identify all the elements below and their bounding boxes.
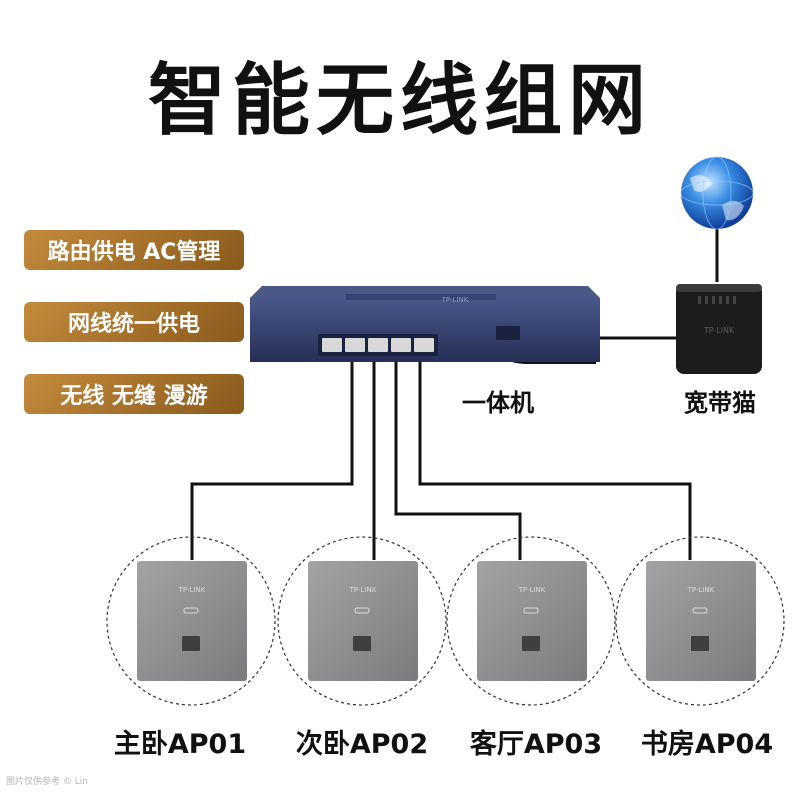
ethernet-port-icon <box>322 338 434 352</box>
svg-text:TP-LINK: TP-LINK <box>178 586 206 594</box>
ap-circle-04 <box>615 536 785 706</box>
feature-badge-poe: 网线统一供电 <box>24 302 244 342</box>
watermark: 图片仅供参考 © Lin <box>6 777 88 787</box>
ap-label-02: 次卧AP02 <box>295 729 429 760</box>
ap-label-03: 客厅AP03 <box>469 729 603 760</box>
ap-panel-01: TP-LINK <box>137 561 247 681</box>
router-label: 一体机 <box>462 389 534 417</box>
ap-panel-02: TP-LINK <box>308 561 418 681</box>
router-device: TP-LINK <box>250 286 600 362</box>
svg-text:TP-LINK: TP-LINK <box>349 586 377 594</box>
modem-brand: TP-LINK <box>703 326 735 335</box>
router-brand: TP-LINK <box>441 296 469 304</box>
ap-circle-03 <box>446 536 616 706</box>
ap-label-01: 主卧AP01 <box>113 729 247 760</box>
modem-device: TP-LINK <box>676 284 762 374</box>
feature-badge-roaming: 无线 无缝 漫游 <box>24 374 244 414</box>
ap-circle-02 <box>277 536 447 706</box>
ap-label-04: 书房AP04 <box>640 729 774 760</box>
feature-badge-ac: 路由供电 AC管理 <box>24 230 244 270</box>
page-title: 智能无线组网 <box>147 56 652 146</box>
svg-text:TP-LINK: TP-LINK <box>687 586 715 594</box>
cable-lines <box>190 220 719 560</box>
ap-circle-01 <box>106 536 276 706</box>
ap-panel-04: TP-LINK <box>646 561 756 681</box>
cable-router-ap04 <box>418 362 692 560</box>
ap-circles <box>106 536 785 706</box>
globe-icon <box>680 156 754 230</box>
ap-panel-03: TP-LINK <box>477 561 587 681</box>
modem-label: 宽带猫 <box>684 389 756 417</box>
cable-router-ap01 <box>190 362 354 560</box>
cable-router-ap03 <box>394 362 522 560</box>
svg-text:TP-LINK: TP-LINK <box>518 586 546 594</box>
